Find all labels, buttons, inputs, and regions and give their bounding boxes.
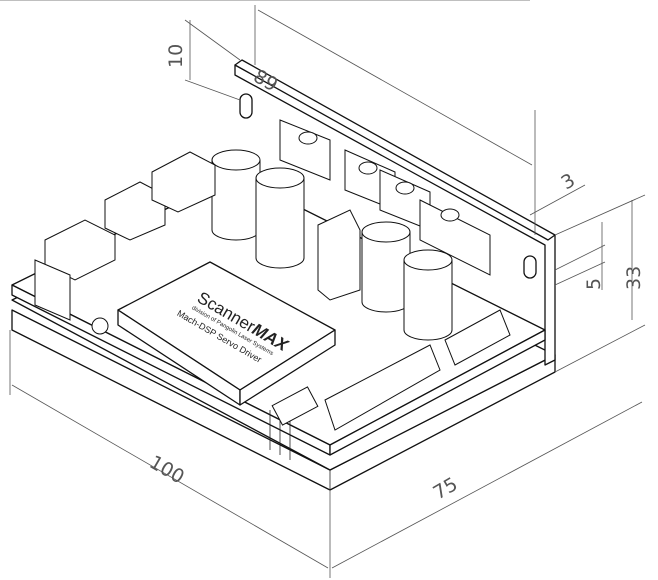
- connectors: [34, 151, 511, 431]
- dimension-lines: [0, 0, 646, 578]
- mounting-bracket: [234, 59, 556, 366]
- dimension-plate-offset: 10: [165, 44, 187, 68]
- capacitors: [211, 149, 453, 341]
- dsp-module: ScannerMAX division of Pangolin Laser Sy…: [91, 261, 336, 426]
- dimension-width: 75: [430, 473, 462, 504]
- power-transistors: [279, 119, 491, 276]
- dimension-slot-width: 5: [583, 278, 605, 290]
- dimension-height: 33: [623, 266, 645, 290]
- dimension-plate-thickness: 3: [558, 169, 579, 194]
